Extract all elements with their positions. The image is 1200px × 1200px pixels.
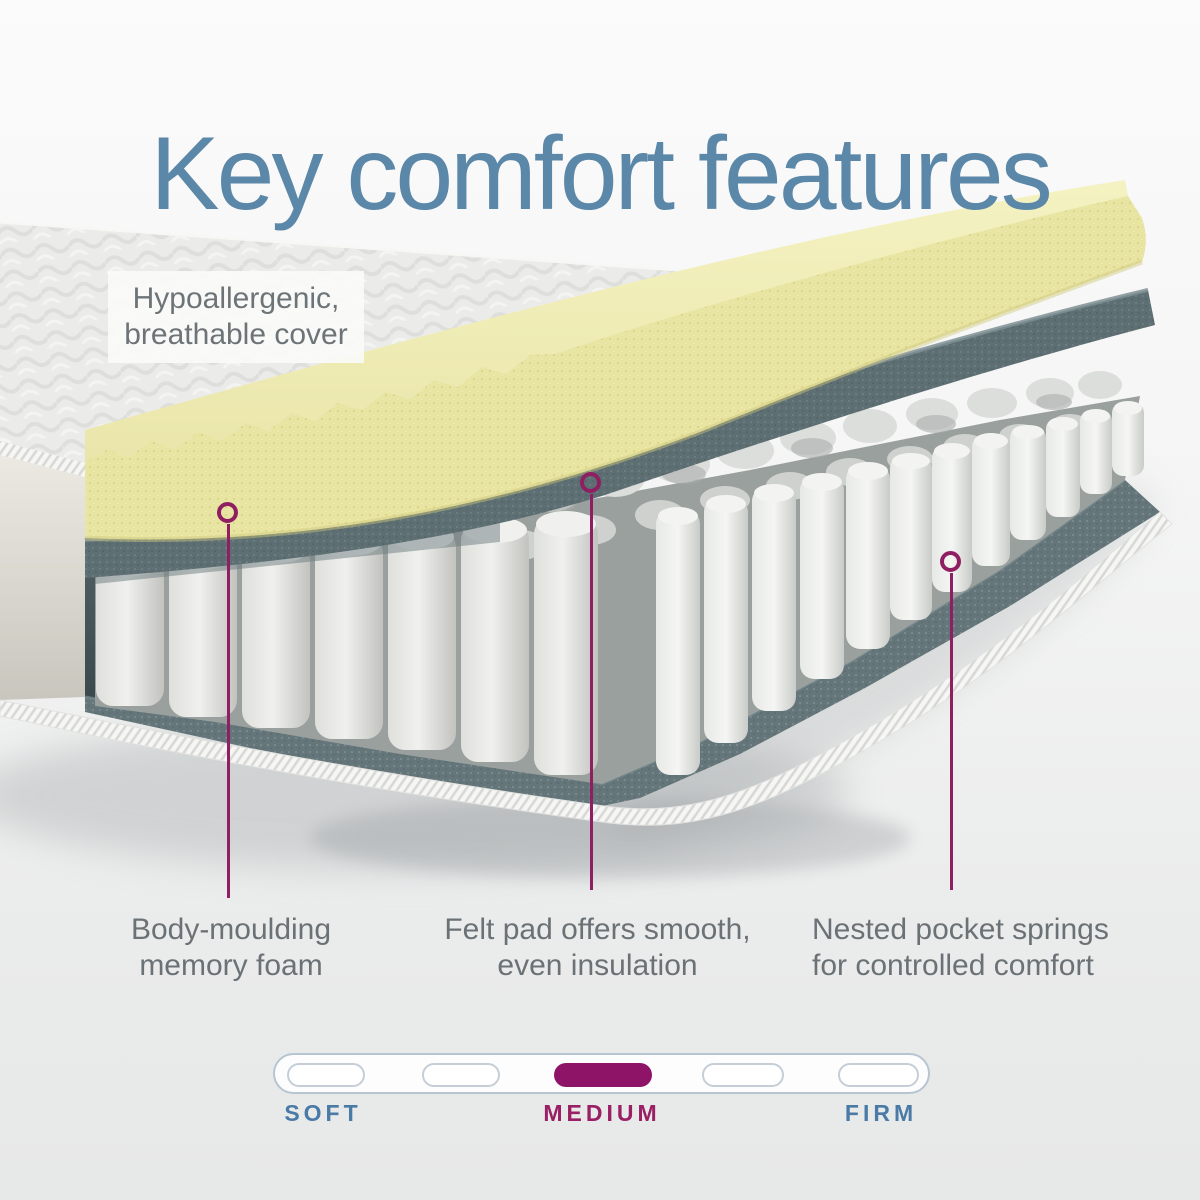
page-title: Key comfort features	[150, 115, 1053, 232]
cover-label-line2: breathable cover	[124, 318, 348, 351]
felt-label-line2: even insulation	[497, 949, 698, 982]
scale-label-medium: MEDIUM	[543, 1100, 661, 1126]
spring-row-right	[656, 401, 1144, 775]
callout-label-springs: Nested pocket springs for controlled com…	[812, 912, 1152, 984]
springs-label-line1: Nested pocket springs	[812, 913, 1109, 946]
foam-label-line1: Body-moulding	[130, 913, 332, 946]
foam-label-line2: memory foam	[139, 949, 323, 982]
cover-side-panel	[0, 455, 85, 700]
springs-label-line2: for controlled comfort	[812, 949, 1094, 982]
callout-label-felt: Felt pad offers smooth, even insulation	[435, 912, 760, 984]
cover-label-line1: Hypoallergenic,	[132, 282, 340, 315]
callout-ring-springs	[940, 551, 961, 572]
firmness-segment-1	[287, 1063, 365, 1087]
firmness-scale	[273, 1053, 930, 1094]
memory-foam-layer	[84, 180, 1146, 542]
callout-label-cover: Hypoallergenic, breathable cover	[108, 271, 364, 363]
callout-ring-foam	[217, 502, 238, 523]
firmness-segment-4	[702, 1063, 784, 1087]
bottom-edge-piping	[0, 511, 1173, 826]
cover-edge-piping	[0, 441, 85, 477]
felt-label-line1: Felt pad offers smooth,	[444, 913, 751, 946]
firmness-segment-5	[838, 1063, 919, 1087]
callout-line-springs	[950, 573, 953, 890]
callout-line-foam	[227, 524, 230, 898]
firmness-segment-2	[422, 1063, 500, 1087]
callout-ring-felt	[580, 472, 601, 493]
callout-line-felt	[590, 494, 593, 890]
callout-label-foam: Body-moulding memory foam	[85, 912, 377, 984]
scale-label-soft: SOFT	[284, 1100, 362, 1126]
scale-label-firm: FIRM	[844, 1100, 918, 1126]
firmness-segment-3-selected	[554, 1063, 652, 1087]
